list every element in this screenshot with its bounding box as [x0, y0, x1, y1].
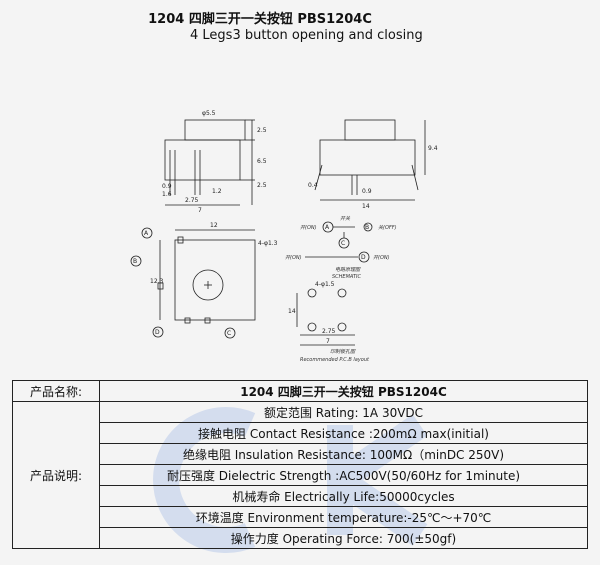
page-title: 1204 四脚三开一关按钮 PBS1204C	[148, 12, 372, 27]
front-dim-width: 14	[362, 203, 370, 210]
schematic-off: 关(OFF)	[378, 224, 397, 231]
side-view-cap	[184, 119, 246, 141]
table-row: 机械寿命 Electrically Life:50000cycles	[13, 485, 588, 507]
spec-dielectric-strength: 耐压强度 Dielectric Strength :AC500V(50/60Hz…	[99, 464, 588, 486]
table-row: 操作力度 Operating Force: 700(±50gf)	[13, 527, 588, 549]
schematic-bottom-right-on: 开(ON)	[373, 255, 390, 261]
top-label-c: C	[227, 330, 231, 337]
top-dim-hole: 4-φ1.3	[258, 240, 278, 247]
name-value: 1204 四脚三开一关按钮 PBS1204C	[99, 380, 588, 402]
pcb-dim-width: 7	[326, 338, 330, 345]
front-view-body	[319, 139, 416, 176]
technical-drawing: φ5.5 2.5 6.5 2.5 0.9 1.6 2.75 1.2 7 9.4 …	[130, 110, 438, 363]
pcb-hole-label: 4-φ1.5	[315, 281, 335, 288]
schematic-left-on: 开(ON)	[300, 225, 317, 231]
spec-rating: 额定范围 Rating: 1A 30VDC	[99, 401, 588, 423]
spec-table: 产品名称: 1204 四脚三开一关按钮 PBS1204C 产品说明: 额定范围 …	[12, 380, 588, 549]
side-dim-top: 2.5	[257, 127, 267, 134]
pcb-dim-pitch: 2.75	[322, 328, 336, 335]
table-row: 绝缘电阻 Insulation Resistance: 100MΩ（minDC …	[13, 443, 588, 465]
side-dim-pin: 0.9	[162, 183, 172, 190]
front-dim-pin: 0.9	[362, 188, 372, 195]
desc-label: 产品说明:	[12, 401, 100, 549]
top-label-a: A	[144, 230, 149, 237]
spec-temperature: 环境温度 Environment temperature:-25℃～+70℃	[99, 506, 588, 528]
name-label: 产品名称:	[12, 380, 100, 402]
schematic-switch: 开关	[340, 215, 351, 222]
side-dim-width: 7	[198, 207, 202, 214]
top-label-d: D	[155, 329, 160, 336]
table-row: 产品名称: 1204 四脚三开一关按钮 PBS1204C	[12, 380, 588, 402]
schematic-node-b: B	[365, 224, 369, 231]
top-view-button	[192, 269, 224, 301]
side-view-body	[164, 139, 241, 181]
table-row: 环境温度 Environment temperature:-25℃～+70℃	[13, 506, 588, 528]
schematic-caption-cn: 电路原理图	[335, 266, 361, 273]
schematic-node-c: C	[341, 240, 345, 247]
side-dim-bottom: 2.5	[257, 182, 267, 189]
schematic-node-a: A	[325, 224, 330, 231]
spec-operating-force: 操作力度 Operating Force: 700(±50gf)	[99, 527, 588, 549]
side-dim-pitch: 2.75	[185, 197, 199, 204]
front-view-cap	[344, 119, 396, 141]
spec-insulation-resistance: 绝缘电阻 Insulation Resistance: 100MΩ（minDC …	[99, 443, 588, 465]
front-dim-height: 9.4	[428, 145, 438, 152]
top-view-body	[174, 239, 256, 321]
schematic-node-d: D	[361, 254, 366, 261]
front-dim-lead: 0.4	[308, 182, 318, 189]
top-dim-height: 12.3	[150, 278, 164, 285]
table-row: 产品说明: 额定范围 Rating: 1A 30VDC	[12, 401, 588, 549]
side-dim-offset: 1.2	[212, 188, 222, 195]
top-label-b: B	[133, 258, 137, 265]
pcb-dim-vertical: 14	[288, 308, 296, 315]
pcb-caption-en: Recommended P.C.B layout	[300, 357, 370, 363]
table-row: 接触电阻 Contact Resistance :200mΩ max(initi…	[13, 422, 588, 444]
spec-life: 机械寿命 Electrically Life:50000cycles	[99, 485, 588, 507]
top-dim-width: 12	[210, 222, 218, 229]
spec-contact-resistance: 接触电阻 Contact Resistance :200mΩ max(initi…	[99, 422, 588, 444]
page-subtitle: 4 Legs3 button opening and closing	[190, 28, 423, 43]
side-diameter-label: φ5.5	[202, 110, 216, 117]
schematic-bottom-left-on: 开(ON)	[285, 255, 302, 261]
table-row: 耐压强度 Dielectric Strength :AC500V(50/60Hz…	[13, 464, 588, 486]
schematic-caption-en: SCHEMATIC	[332, 274, 361, 280]
pcb-caption-cn: 印制板孔图	[330, 348, 356, 355]
side-dim-middle: 6.5	[257, 158, 267, 165]
side-dim-lead: 1.6	[162, 191, 172, 198]
